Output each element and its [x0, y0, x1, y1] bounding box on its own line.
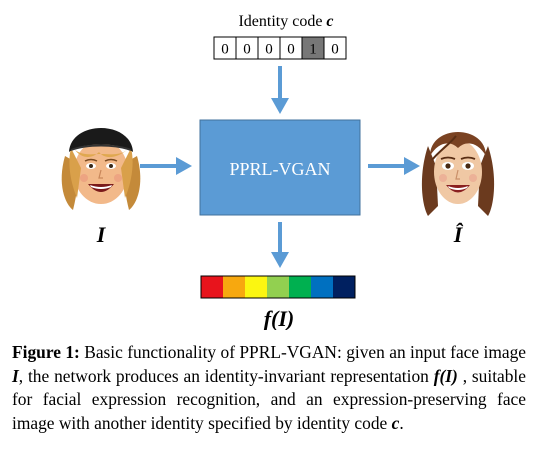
arrow-input-to-network [140, 157, 192, 175]
arrow-code-to-network [271, 66, 289, 114]
network-label: PPRL-VGAN [229, 159, 330, 179]
identity-code-symbol: c [326, 13, 333, 30]
figure-caption: Figure 1: Basic functionality of PPRL-VG… [12, 341, 526, 435]
identity-bit-value: 0 [331, 42, 339, 58]
representation-segment [311, 276, 333, 298]
caption-symbol-input: I [12, 365, 19, 386]
caption-text-4: . [399, 412, 404, 433]
network-box [199, 119, 361, 216]
caption-symbol-representation: f(I) [433, 365, 458, 386]
representation-segment [333, 276, 355, 298]
identity-bit-value: 0 [243, 42, 251, 58]
representation-label: f(I) [264, 306, 295, 330]
arrow-network-to-output [368, 157, 420, 175]
identity-bit-cell [323, 36, 347, 60]
representation-segment [289, 276, 311, 298]
representation-bar-outline [200, 275, 356, 299]
representation-segment [267, 276, 289, 298]
representation-segment [245, 276, 267, 298]
identity-bit-value: 0 [265, 42, 273, 58]
identity-bit-value: 0 [221, 42, 229, 58]
identity-bit-value: 1 [309, 42, 317, 58]
caption-symbol-code: c [391, 412, 400, 433]
caption-text-2: , the network produces an identity-invar… [18, 365, 434, 386]
identity-code-label: Identity code c [238, 13, 333, 30]
caption-label: Figure 1: [12, 342, 80, 362]
caption-text-1: Basic functionality of PPRL-VGAN: given … [79, 342, 527, 362]
representation-bar [200, 275, 356, 299]
output-face-label: Î [453, 222, 464, 247]
caption-text-3: , suitable for facial expression recogni… [12, 365, 526, 433]
representation-segment [223, 276, 245, 298]
input-face-label: I [96, 222, 107, 247]
identity-bit-value: 0 [287, 42, 295, 58]
representation-segment [201, 276, 223, 298]
input-face-image [61, 128, 141, 210]
arrow-network-to-representation [271, 222, 289, 268]
output-face-image [421, 132, 495, 216]
